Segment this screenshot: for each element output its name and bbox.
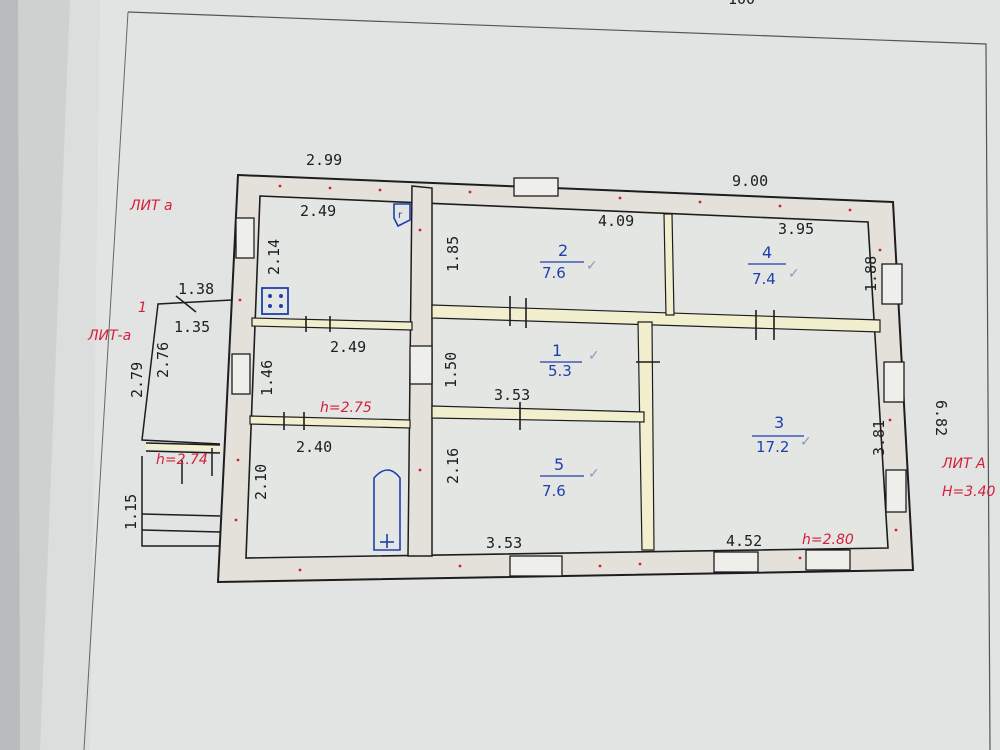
- dimension-4-09: 4.09: [598, 212, 634, 230]
- room-number: 4: [762, 243, 772, 262]
- room-area: 7.4: [752, 270, 776, 288]
- room-3: 3 17.2 ✓: [752, 413, 812, 456]
- dimension-2-99: 2.99: [306, 151, 342, 169]
- check-mark: ✓: [800, 434, 812, 450]
- svg-text:r: r: [398, 210, 403, 221]
- stove-icon: [261, 287, 289, 315]
- dimension-1-15: 1.15: [122, 494, 140, 530]
- dimension-2-16: 2.16: [444, 448, 462, 484]
- room-2: 2 7.6 ✓: [540, 241, 598, 282]
- check-mark: ✓: [588, 348, 600, 364]
- room-area: 5.3: [548, 362, 572, 380]
- dimension-1-46: 1.46: [258, 360, 276, 396]
- room-area: 7.6: [542, 482, 566, 500]
- porch-outline-lit-a1: [141, 295, 233, 547]
- partitions: [249, 213, 881, 551]
- boiler-icon: r: [393, 203, 411, 228]
- room-area: 7.6: [542, 264, 566, 282]
- exterior-walls: [216, 173, 915, 584]
- dimension-2-49-mid: 2.49: [330, 338, 366, 356]
- dimension-3-53-bottom: 3.53: [486, 534, 522, 552]
- frame-line: [127, 11, 991, 750]
- top-cut-label: 100: [728, 0, 755, 8]
- dimension-1-85: 1.85: [444, 236, 462, 272]
- dimension-2-79: 2.79: [128, 362, 146, 398]
- dimension-1-50: 1.50: [442, 352, 460, 388]
- dimension-2-49-top: 2.49: [300, 202, 336, 220]
- lit-a1-superscript: 1: [138, 300, 147, 316]
- bathtub-icon: [373, 469, 401, 551]
- lit-a-label: ЛИТ а: [129, 198, 173, 214]
- dimension-4-52: 4.52: [726, 532, 762, 550]
- room-number: 3: [774, 413, 784, 432]
- room-number: 2: [558, 241, 568, 260]
- door-marks: [283, 296, 775, 430]
- height-lit-A: h=2.80: [802, 532, 854, 548]
- lit-a1-label: ЛИТ-а: [87, 328, 131, 344]
- dimension-2-40: 2.40: [296, 438, 332, 456]
- dimension-3-95: 3.95: [778, 220, 814, 238]
- dimension-2-10: 2.10: [252, 464, 270, 500]
- check-mark: ✓: [588, 466, 600, 482]
- room-number: 1: [552, 341, 562, 360]
- dimension-2-76: 2.76: [154, 342, 172, 378]
- room-number: 5: [554, 455, 564, 474]
- height-lit-a1: h=2.74: [156, 452, 208, 468]
- dimension-1-38: 1.38: [178, 280, 214, 298]
- room-5: 5 7.6 ✓: [540, 455, 600, 500]
- dimension-3-53-mid: 3.53: [494, 386, 530, 404]
- check-mark: ✓: [586, 258, 598, 274]
- lit-A-label: ЛИТ А: [941, 456, 986, 472]
- height-lit-a: h=2.75: [320, 400, 372, 416]
- room-1: 1 5.3 ✓: [540, 341, 600, 380]
- windows: [231, 177, 907, 577]
- dimension-3-81: 3.81: [870, 420, 888, 456]
- dimension-9-00: 9.00: [732, 172, 768, 190]
- room-4: 4 7.4 ✓: [748, 243, 800, 288]
- dimension-2-14: 2.14: [265, 239, 283, 275]
- wall-hatching: [234, 184, 898, 572]
- dimension-1-35: 1.35: [174, 318, 210, 336]
- frame-line-left: [83, 11, 129, 750]
- total-height-label: H=3.40: [942, 484, 996, 500]
- check-mark: ✓: [788, 266, 800, 282]
- dimension-6-82: 6.82: [932, 400, 950, 436]
- room-area: 17.2: [756, 438, 789, 456]
- dimension-1-88: 1.88: [862, 256, 880, 292]
